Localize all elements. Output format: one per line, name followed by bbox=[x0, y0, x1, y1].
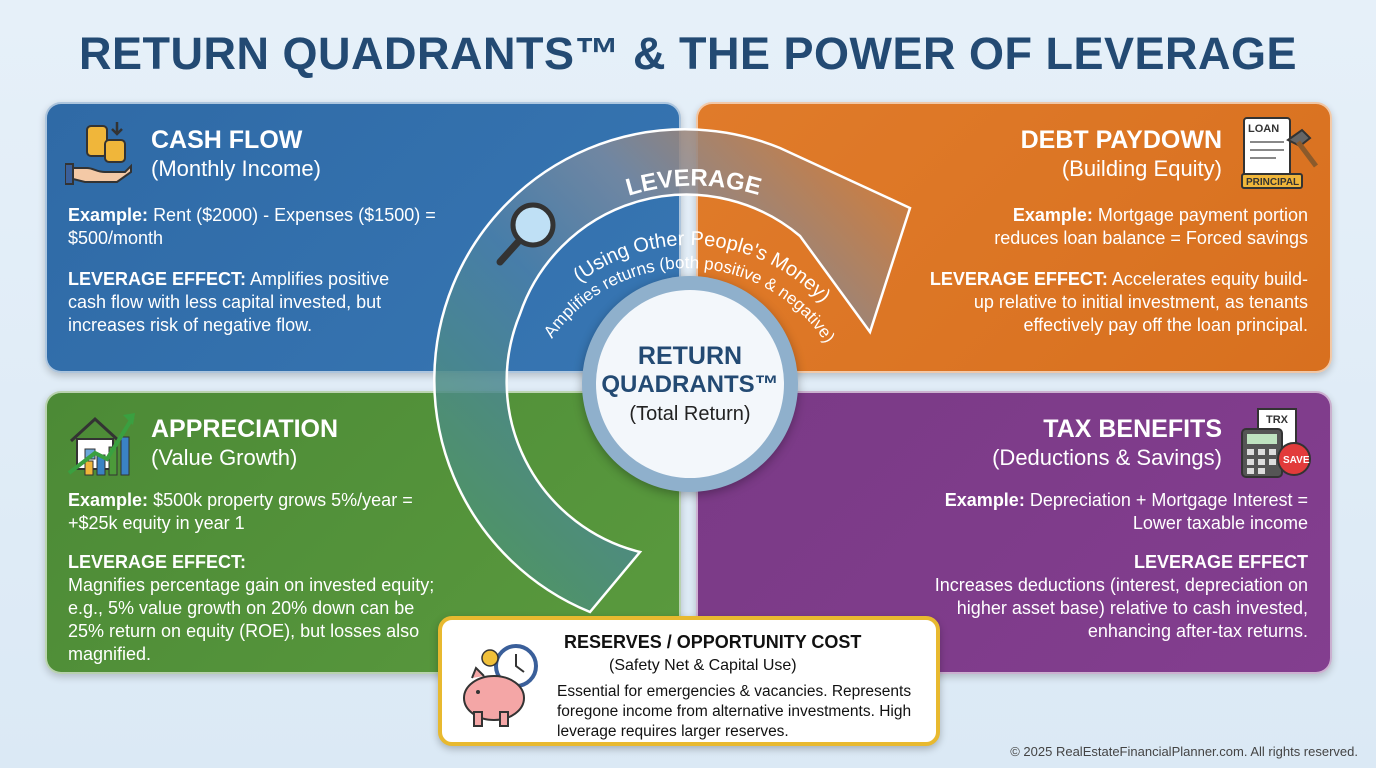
tax-benefits-heading: TAX BENEFITS bbox=[1043, 415, 1222, 443]
appreciation-subheading: (Value Growth) bbox=[151, 445, 298, 470]
cash-flow-quadrant: CASH FLOW (Monthly Income) Example: Rent… bbox=[45, 102, 681, 373]
reserves-text: Essential for emergencies & vacancies. R… bbox=[557, 683, 912, 740]
debt-paydown-example: Example: Mortgage payment portion reduce… bbox=[994, 205, 1308, 248]
center-line3: (Total Return) bbox=[629, 403, 751, 425]
svg-text:LOAN: LOAN bbox=[1248, 123, 1279, 135]
magnifying-glass-icon bbox=[496, 202, 556, 266]
calculator-tax-icon: TRX SAVE bbox=[1241, 408, 1311, 478]
copyright-footer: © 2025 RealEstateFinancialPlanner.com. A… bbox=[1010, 744, 1358, 759]
coins-hand-icon bbox=[65, 122, 132, 185]
debt-paydown-effect: LEVERAGE EFFECT: Accelerates equity buil… bbox=[929, 269, 1308, 335]
appreciation-example: Example: $500k property grows 5%/year = … bbox=[68, 490, 413, 533]
leverage-title: LEVERAGE bbox=[623, 165, 764, 202]
reserves-subheading: (Safety Net & Capital Use) bbox=[609, 657, 797, 674]
reserves-box: RESERVES / OPPORTUNITY COST (Safety Net … bbox=[438, 616, 940, 746]
cash-flow-heading: CASH FLOW bbox=[151, 126, 303, 154]
tax-benefits-quadrant: TRX SAVE TAX BENEFITS (Deductions & Savi… bbox=[696, 391, 1332, 674]
debt-paydown-heading: DEBT PAYDOWN bbox=[1020, 126, 1222, 154]
tax-benefits-example: Example: Depreciation + Mortgage Interes… bbox=[944, 490, 1308, 533]
loan-document-hammer-icon: LOAN PRINCIPAL bbox=[1241, 117, 1318, 189]
return-quadrants-center: RETURN QUADRANTS™ (Total Return) bbox=[582, 276, 798, 492]
cash-flow-effect: LEVERAGE EFFECT: Amplifies positive cash… bbox=[68, 269, 390, 335]
page-title: RETURN QUADRANTS™ & THE POWER OF LEVERAG… bbox=[78, 28, 1298, 79]
tax-benefits-subheading: (Deductions & Savings) bbox=[992, 445, 1222, 470]
appreciation-effect: LEVERAGE EFFECT:Magnifies percentage gai… bbox=[68, 552, 435, 664]
appreciation-heading: APPRECIATION bbox=[151, 415, 339, 443]
cash-flow-example: Example: Rent ($2000) - Expenses ($1500)… bbox=[68, 205, 436, 248]
center-line1: RETURN bbox=[637, 342, 743, 370]
svg-text:SAVE: SAVE bbox=[1283, 455, 1310, 466]
reserves-heading: RESERVES / OPPORTUNITY COST bbox=[564, 632, 862, 652]
svg-text:PRINCIPAL: PRINCIPAL bbox=[1246, 177, 1299, 188]
center-line2: QUADRANTS™ bbox=[601, 371, 779, 398]
house-growth-chart-icon bbox=[67, 413, 135, 476]
piggy-bank-clock-icon bbox=[463, 644, 538, 727]
cash-flow-subheading: (Monthly Income) bbox=[151, 156, 321, 181]
debt-paydown-subheading: (Building Equity) bbox=[1061, 156, 1222, 181]
svg-text:TRX: TRX bbox=[1266, 414, 1289, 426]
